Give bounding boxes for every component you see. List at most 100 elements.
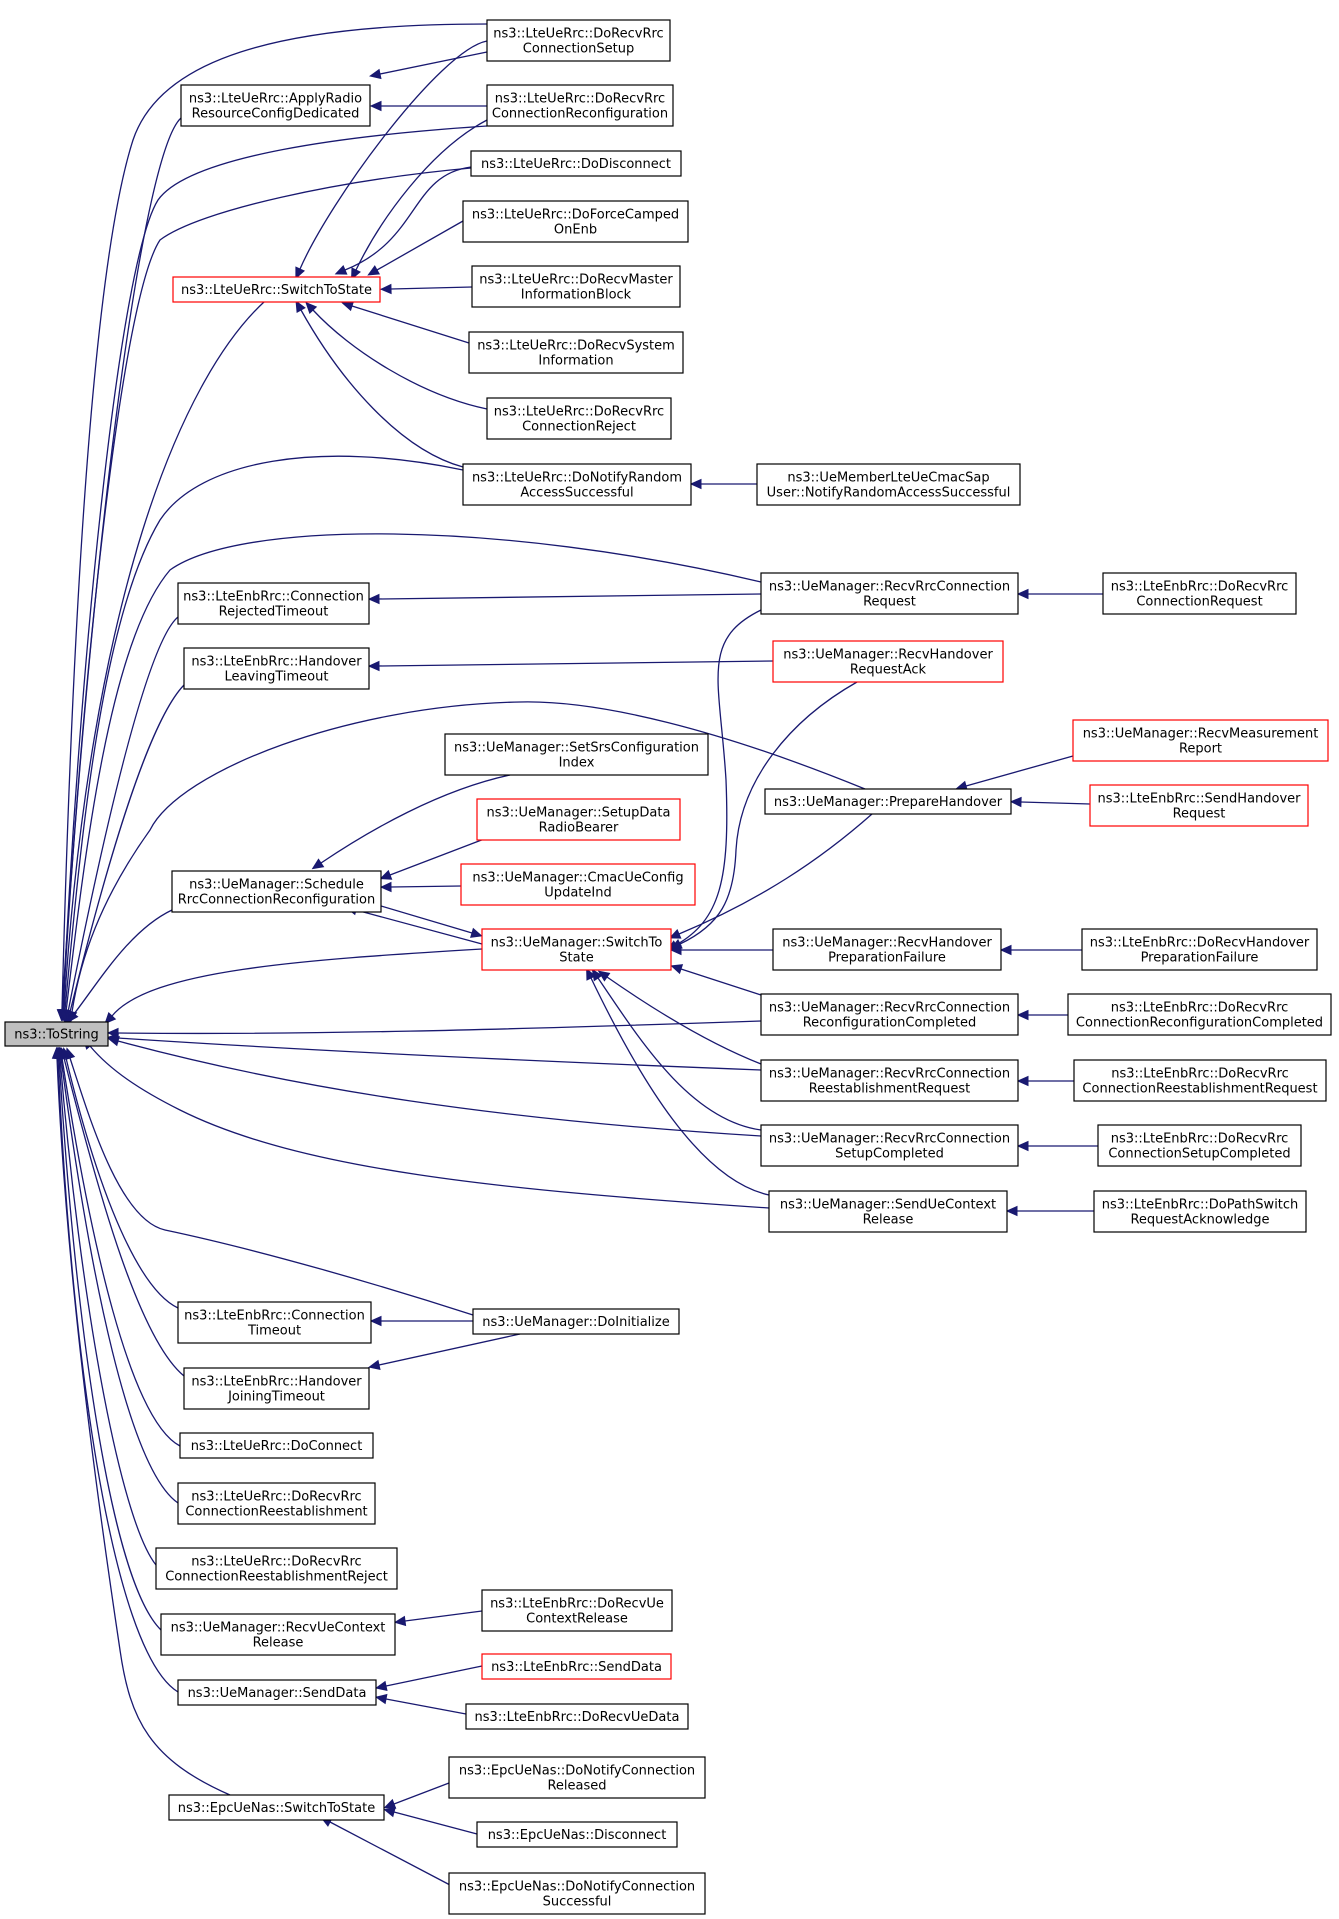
node-label-line: ns3::UeManager::DoInitialize	[482, 1315, 669, 1330]
node-box	[183, 647, 370, 690]
node-cmac-sap-notify[interactable]: ns3::UeMemberLteUeCmacSapUser::NotifyRan…	[756, 463, 1021, 506]
edge-arrowhead	[999, 944, 1012, 956]
node-nas-switch-state[interactable]: ns3::EpcUeNas::SwitchToState	[168, 1794, 385, 1821]
edge-um_prepare_ho-to-um_switch_state	[668, 813, 873, 939]
node-label-line: ns3::LteEnbRrc::SendHandover	[1097, 792, 1301, 807]
node-label-line: ns3::UeManager::SetupData	[487, 806, 671, 821]
edge-um_recv_conn_req-to-enb_conn_rejected_to	[367, 593, 762, 605]
node-label-line: ns3::UeManager::RecvRrcConnection	[769, 1001, 1010, 1016]
node-um-prepare-ho[interactable]: ns3::UeManager::PrepareHandover	[764, 788, 1012, 815]
node-label-line: ns3::LteEnbRrc::Connection	[184, 1309, 365, 1324]
edge-line	[89, 1045, 770, 1209]
node-box	[177, 582, 370, 625]
edge-arrowhead	[470, 927, 483, 938]
node-nas-notify-released[interactable]: ns3::EpcUeNas::DoNotifyConnectionRelease…	[448, 1756, 706, 1799]
node-um-switch-state[interactable]: ns3::UeManager::SwitchToState	[481, 928, 672, 971]
node-enb-send-data[interactable]: ns3::LteEnbRrc::SendData	[481, 1653, 672, 1680]
edge-line	[69, 1057, 474, 1316]
node-enb-recv-reest-req[interactable]: ns3::LteEnbRrc::DoRecvRrcConnectionReest…	[1073, 1059, 1327, 1102]
edge-line	[61, 1057, 181, 1447]
node-enb-recv-ue-data[interactable]: ns3::LteEnbRrc::DoRecvUeData	[465, 1703, 689, 1730]
edge-arrowhead	[1016, 1075, 1029, 1087]
node-label-line: OnEnb	[554, 223, 597, 238]
node-ue-disconnect[interactable]: ns3::LteUeRrc::DoDisconnect	[470, 150, 682, 177]
node-enb-recv-conn-req[interactable]: ns3::LteEnbRrc::DoRecvRrcConnectionReque…	[1102, 572, 1297, 615]
node-enb-recv-setup-done[interactable]: ns3::LteEnbRrc::DoRecvRrcConnectionSetup…	[1097, 1124, 1302, 1167]
edge-arrowhead	[1005, 1205, 1018, 1217]
edge-enb_send_ho_req-to-um_prepare_ho	[1009, 796, 1091, 808]
node-box	[4, 1021, 109, 1047]
node-um-recv-ho-prep-fail[interactable]: ns3::UeManager::RecvHandoverPreparationF…	[772, 928, 1002, 971]
node-box	[1072, 719, 1329, 762]
node-ue-switch-state[interactable]: ns3::LteUeRrc::SwitchToState	[172, 276, 381, 303]
node-ue-recv-mib[interactable]: ns3::LteUeRrc::DoRecvMasterInformationBl…	[471, 265, 681, 308]
node-label-line: ns3::UeManager::SendUeContext	[780, 1198, 996, 1213]
node-ue-recv-reest[interactable]: ns3::LteUeRrc::DoRecvRrcConnectionReesta…	[177, 1482, 376, 1525]
edge-line	[678, 813, 873, 935]
node-label-line: JoiningTimeout	[227, 1390, 325, 1405]
node-label-line: ns3::LteUeRrc::DoDisconnect	[481, 157, 671, 172]
node-um-recv-reest-req[interactable]: ns3::UeManager::RecvRrcConnectionReestab…	[760, 1059, 1019, 1102]
node-ue-recv-reconf[interactable]: ns3::LteUeRrc::DoRecvRrcConnectionReconf…	[486, 84, 674, 127]
node-label-line: ns3::LteEnbRrc::DoRecvHandover	[1090, 936, 1310, 951]
node-box	[460, 863, 696, 906]
edge-line	[679, 681, 858, 945]
node-ue-notify-ra[interactable]: ns3::LteUeRrc::DoNotifyRandomAccessSucce…	[462, 463, 692, 506]
node-enb-recv-reconf-done[interactable]: ns3::LteEnbRrc::DoRecvRrcConnectionRecon…	[1067, 993, 1332, 1036]
edge-line	[73, 909, 173, 1015]
edge-nas_notify_success-to-nas_switch_state	[320, 1816, 451, 1886]
node-nas-notify-success[interactable]: ns3::EpcUeNas::DoNotifyConnectionSuccess…	[448, 1872, 706, 1915]
node-um-recv-setup-done[interactable]: ns3::UeManager::RecvRrcConnectionSetupCo…	[760, 1124, 1019, 1167]
node-label-line: UpdateInd	[544, 886, 611, 901]
node-nas-disconnect[interactable]: ns3::EpcUeNas::Disconnect	[476, 1821, 678, 1848]
node-um-recv-reconf-done[interactable]: ns3::UeManager::RecvRrcConnectionReconfi…	[760, 993, 1019, 1036]
node-box	[448, 1872, 706, 1915]
node-label-line: ConnectionReestablishment	[185, 1505, 367, 1520]
node-label-line: ns3::UeManager::SetSrsConfiguration	[454, 741, 699, 756]
node-tostring[interactable]: ns3::ToString	[4, 1021, 109, 1047]
edge-arrowhead	[669, 944, 682, 956]
edge-line	[117, 1040, 762, 1137]
node-label-line: ns3::UeManager::Schedule	[189, 878, 364, 893]
node-box	[472, 1308, 680, 1335]
node-label-line: ns3::LteEnbRrc::DoRecvUeData	[475, 1710, 680, 1725]
edge-ue_recv_reconf-to-ue_switch_state	[351, 119, 488, 281]
node-label-line: ns3::UeManager::RecvHandover	[782, 936, 992, 951]
edge-ue_recv_sib-to-ue_switch_state	[341, 301, 470, 344]
edge-arrowhead	[367, 265, 381, 276]
node-label-line: ns3::LteUeRrc::SwitchToState	[181, 283, 372, 298]
node-um-send-data[interactable]: ns3::UeManager::SendData	[177, 1679, 377, 1706]
edge-um_recv_reest_req-to-um_switch_state	[597, 970, 762, 1065]
node-enb-recv-ho-prep-fail[interactable]: ns3::LteEnbRrc::DoRecvHandoverPreparatio…	[1081, 928, 1318, 971]
node-um-do-initialize[interactable]: ns3::UeManager::DoInitialize	[472, 1308, 680, 1335]
node-ue-do-connect[interactable]: ns3::LteUeRrc::DoConnect	[179, 1432, 374, 1459]
node-ue-recv-reest-reject[interactable]: ns3::LteUeRrc::DoRecvRrcConnectionReesta…	[155, 1547, 398, 1590]
node-enb-path-switch-ack[interactable]: ns3::LteEnbRrc::DoPathSwitchRequestAckno…	[1093, 1190, 1307, 1233]
edge-um_recv_reconf_done-to-tostring	[106, 1020, 762, 1039]
edge-line	[71, 701, 866, 1013]
node-box	[468, 331, 684, 374]
node-label-line: ReconfigurationCompleted	[803, 1016, 977, 1031]
edge-line	[389, 835, 493, 876]
node-um-schedule-reconf[interactable]: ns3::UeManager::ScheduleRrcConnectionRec…	[171, 870, 382, 913]
node-ue-apply-radio[interactable]: ns3::LteUeRrc::ApplyRadioResourceConfigD…	[180, 84, 371, 127]
node-enb-conn-rejected-to[interactable]: ns3::LteEnbRrc::ConnectionRejectedTimeou…	[177, 582, 370, 625]
edge-line	[59, 1057, 157, 1566]
